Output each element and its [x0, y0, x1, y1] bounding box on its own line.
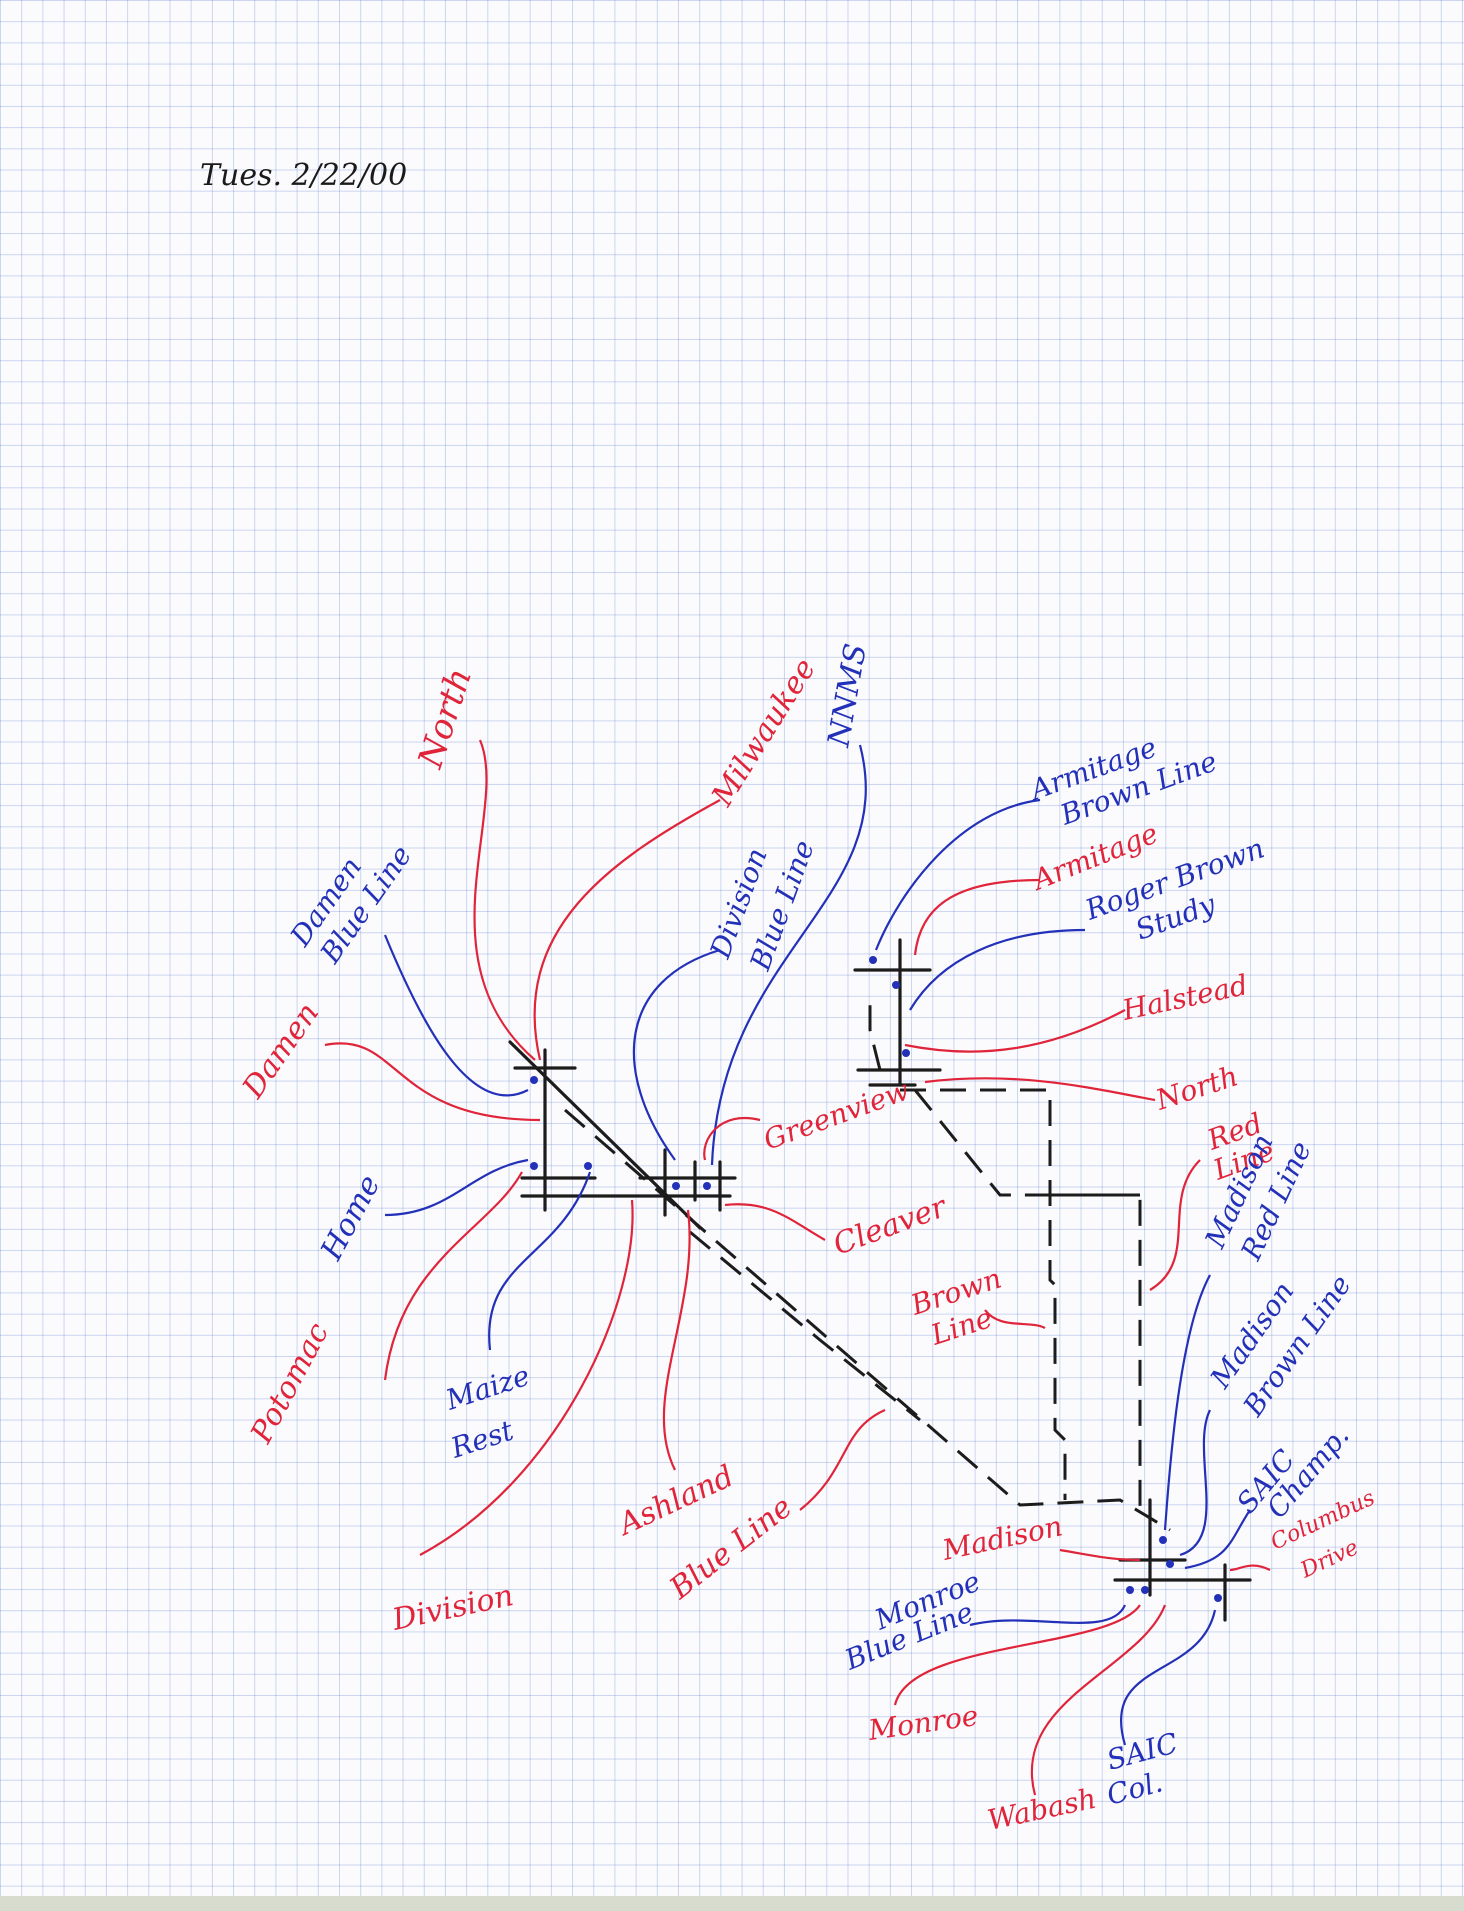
label-monroe: Monroe	[865, 1699, 980, 1747]
leader-milwaukee	[533, 799, 721, 1061]
leader-maize	[488, 1171, 592, 1351]
leader-halstead	[904, 1009, 1126, 1053]
leader-roger-brown	[909, 928, 1086, 1011]
label-greenview: Greenview	[759, 1073, 913, 1156]
leader-north-2	[924, 1077, 1156, 1102]
label-damen: Damen	[235, 996, 326, 1105]
leader-monroe	[893, 1604, 1141, 1706]
leader-north	[473, 739, 536, 1061]
station-dot-icon	[869, 956, 877, 964]
leader-ashland	[662, 1209, 691, 1471]
leader-monroe-blue	[969, 1604, 1127, 1627]
leader-nnms	[710, 744, 867, 1166]
label-division: Division	[388, 1578, 516, 1638]
leader-red-line	[1149, 1159, 1201, 1291]
station-dot-icon	[584, 1162, 592, 1170]
blue-line-diagonal	[689, 1230, 921, 1422]
label-columbus-2: Drive	[1296, 1535, 1362, 1584]
leader-greenview	[703, 1117, 761, 1161]
leader-madison-brown	[1179, 1409, 1211, 1557]
station-dot-icon	[703, 1182, 711, 1190]
leader-columbus	[1229, 1564, 1271, 1572]
street-milwaukee	[508, 1040, 702, 1230]
leader-saic-col	[1119, 1609, 1217, 1746]
leader-armitage-brown	[874, 798, 1041, 951]
station-dot-icon	[672, 1182, 680, 1190]
leader-damen-blue	[383, 934, 529, 1097]
leader-division	[419, 1199, 634, 1556]
label-madison: Madison	[939, 1509, 1066, 1567]
leader-saic-champ	[1184, 1509, 1251, 1570]
label-wabash: Wabash	[985, 1782, 1100, 1837]
label-nnms: NNMS	[821, 641, 874, 750]
label-north-2: North	[1151, 1059, 1242, 1117]
leader-damen	[324, 1042, 541, 1122]
streets	[508, 938, 1252, 1622]
leader-division-blue	[632, 948, 721, 1161]
station-dot-icon	[530, 1162, 538, 1170]
leader-cleaver	[724, 1203, 826, 1241]
leaders	[324, 739, 1271, 1796]
station-dots	[530, 956, 1222, 1602]
label-maize-2: Rest	[446, 1413, 518, 1464]
leader-madison-red	[1163, 1274, 1211, 1531]
labels: North Milwaukee NNMS Damen Blue Line Div…	[235, 641, 1378, 1837]
station-dot-icon	[1126, 1586, 1134, 1594]
station-dot-icon	[892, 981, 900, 989]
scan-edge	[0, 1896, 1464, 1911]
label-home: Home	[314, 1169, 388, 1266]
date-note: Tues. 2/22/00	[200, 158, 407, 193]
label-cleaver: Cleaver	[829, 1189, 953, 1263]
label-potomac: Potomac	[244, 1317, 337, 1450]
station-dot-icon	[1141, 1586, 1149, 1594]
rail-lines	[564, 1000, 1171, 1532]
label-maize-1: Maize	[441, 1359, 534, 1417]
leader-home	[384, 1158, 529, 1217]
brown-line-route	[868, 1000, 1142, 1510]
label-milwaukee: Milwaukee	[705, 653, 823, 814]
station-dot-icon	[902, 1049, 910, 1057]
label-ashland: Ashland	[611, 1459, 739, 1544]
leader-brown-line	[984, 1309, 1046, 1330]
label-north: North	[410, 663, 480, 773]
leader-blue-line	[799, 1408, 886, 1511]
blue-line-route	[564, 1108, 1171, 1532]
station-dot-icon	[1214, 1594, 1222, 1602]
label-halstead: Halstead	[1119, 968, 1251, 1027]
leader-armitage	[913, 878, 1041, 956]
leader-potomac	[383, 1171, 523, 1381]
station-dot-icon	[1166, 1560, 1174, 1568]
station-dot-icon	[530, 1076, 538, 1084]
leader-wabash	[1030, 1604, 1167, 1796]
leader-madison	[1059, 1548, 1141, 1562]
station-dot-icon	[1159, 1536, 1167, 1544]
